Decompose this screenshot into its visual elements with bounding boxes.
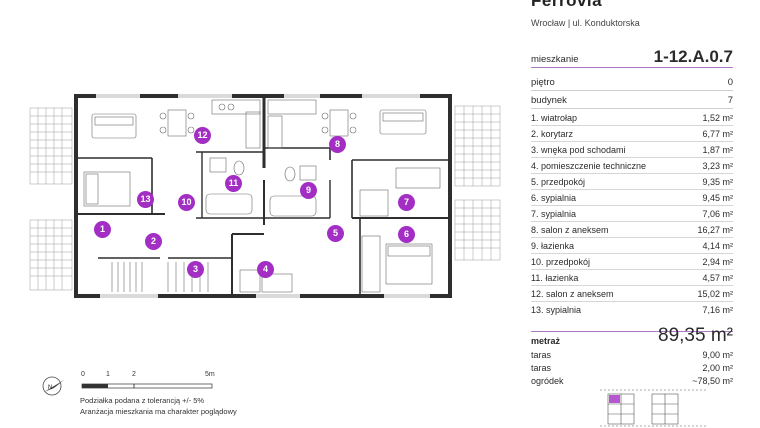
building-location-thumbnail: [600, 389, 708, 427]
left-terrace: [29, 107, 73, 291]
room-badge: 1: [94, 221, 111, 238]
room-label: 2. korytarz: [531, 129, 574, 139]
room-area: 2,94 m²: [702, 257, 733, 267]
room-row: 2. korytarz 6,77 m²: [531, 126, 733, 142]
extra-label: taras: [531, 350, 552, 360]
compass-icon: N: [42, 376, 64, 396]
scale-tick-2: 2: [132, 371, 136, 378]
floor-plan: [29, 94, 501, 298]
total-label: metraż: [531, 336, 561, 346]
apartment-label: mieszkanie: [531, 54, 579, 65]
room-badge: 2: [145, 233, 162, 250]
floor-value: 0: [727, 77, 733, 88]
room-row: 13. sypialnia 7,16 m²: [531, 302, 733, 317]
arrangement-note: Aranżacja mieszkania ma charakter pogląd…: [80, 407, 237, 416]
room-row: 11. łazienka 4,57 m²: [531, 270, 733, 286]
extra-value: 2,00 m²: [702, 363, 733, 373]
room-badge: 9: [300, 182, 317, 199]
room-row: 9. łazienka 4,14 m²: [531, 238, 733, 254]
total-value: 89,35 m²: [658, 325, 733, 346]
apartment-row: mieszkanie 1-12.A.0.7: [531, 47, 733, 68]
room-row: 8. salon z aneksem 16,27 m²: [531, 222, 733, 238]
room-row: 12. salon z aneksem 15,02 m²: [531, 286, 733, 302]
room-area: 15,02 m²: [697, 289, 733, 299]
svg-text:N: N: [48, 385, 52, 391]
room-badge: 5: [327, 225, 344, 242]
scale-tick-5: 5m: [205, 371, 215, 378]
location-text: Wrocław | ul. Konduktorska: [531, 18, 640, 28]
room-label: 1. wiatrołap: [531, 113, 578, 123]
building-value: 7: [727, 95, 733, 106]
scale-bar: [81, 383, 213, 389]
room-badge: 4: [257, 261, 274, 278]
extra-row: taras 2,00 m²: [531, 363, 733, 373]
extra-row: ogródek ~78,50 m²: [531, 376, 733, 386]
room-row: 10. przedpokój 2,94 m²: [531, 254, 733, 270]
room-area: 9,35 m²: [702, 177, 733, 187]
building-label: budynek: [531, 95, 567, 106]
extra-label: ogródek: [531, 376, 564, 386]
total-divider: [531, 331, 733, 332]
room-row: 6. sypialnia 9,45 m²: [531, 190, 733, 206]
extra-row: taras 9,00 m²: [531, 350, 733, 360]
room-row: 1. wiatrołap 1,52 m²: [531, 110, 733, 126]
room-row: 3. wnęka pod schodami 1,87 m²: [531, 142, 733, 158]
room-badge: 8: [329, 136, 346, 153]
room-badge: 13: [137, 191, 154, 208]
room-label: 6. sypialnia: [531, 193, 577, 203]
brand-title: Ferrovia: [531, 0, 603, 10]
room-row: 5. przedpokój 9,35 m²: [531, 174, 733, 190]
room-area: 4,14 m²: [702, 241, 733, 251]
room-badge: 3: [187, 261, 204, 278]
extra-value: ~78,50 m²: [692, 376, 733, 386]
floor-label: piętro: [531, 77, 555, 88]
room-label: 5. przedpokój: [531, 177, 586, 187]
room-area: 16,27 m²: [697, 225, 733, 235]
room-label: 13. sypialnia: [531, 305, 582, 315]
room-area: 6,77 m²: [702, 129, 733, 139]
room-area: 1,87 m²: [702, 145, 733, 155]
building-row: budynek 7: [531, 90, 733, 109]
tolerance-note: Podziałka podana z tolerancją +/- 5%: [80, 396, 205, 405]
scale-tick-0: 0: [81, 371, 85, 378]
room-label: 12. salon z aneksem: [531, 289, 614, 299]
room-area: 7,16 m²: [702, 305, 733, 315]
room-badge: 12: [194, 127, 211, 144]
room-label: 9. łazienka: [531, 241, 575, 251]
floor-row: piętro 0: [531, 72, 733, 91]
room-area: 7,06 m²: [702, 209, 733, 219]
extra-value: 9,00 m²: [702, 350, 733, 360]
apartment-value: 1-12.A.0.7: [653, 47, 733, 66]
room-area: 3,23 m²: [702, 161, 733, 171]
room-label: 11. łazienka: [531, 273, 579, 283]
room-label: 10. przedpokój: [531, 257, 591, 267]
room-badge: 6: [398, 226, 415, 243]
room-badge: 7: [398, 194, 415, 211]
room-badge: 11: [225, 175, 242, 192]
room-area: 9,45 m²: [702, 193, 733, 203]
room-label: 8. salon z aneksem: [531, 225, 609, 235]
room-label: 3. wnęka pod schodami: [531, 145, 626, 155]
room-area: 1,52 m²: [702, 113, 733, 123]
room-label: 4. pomieszczenie techniczne: [531, 161, 647, 171]
scale-tick-1: 1: [106, 371, 110, 378]
room-row: 4. pomieszczenie techniczne 3,23 m²: [531, 158, 733, 174]
room-area: 4,57 m²: [702, 273, 733, 283]
right-terrace: [454, 105, 501, 261]
room-label: 7. sypialnia: [531, 209, 577, 219]
room-row: 7. sypialnia 7,06 m²: [531, 206, 733, 222]
room-badge: 10: [178, 194, 195, 211]
extra-label: taras: [531, 363, 552, 373]
